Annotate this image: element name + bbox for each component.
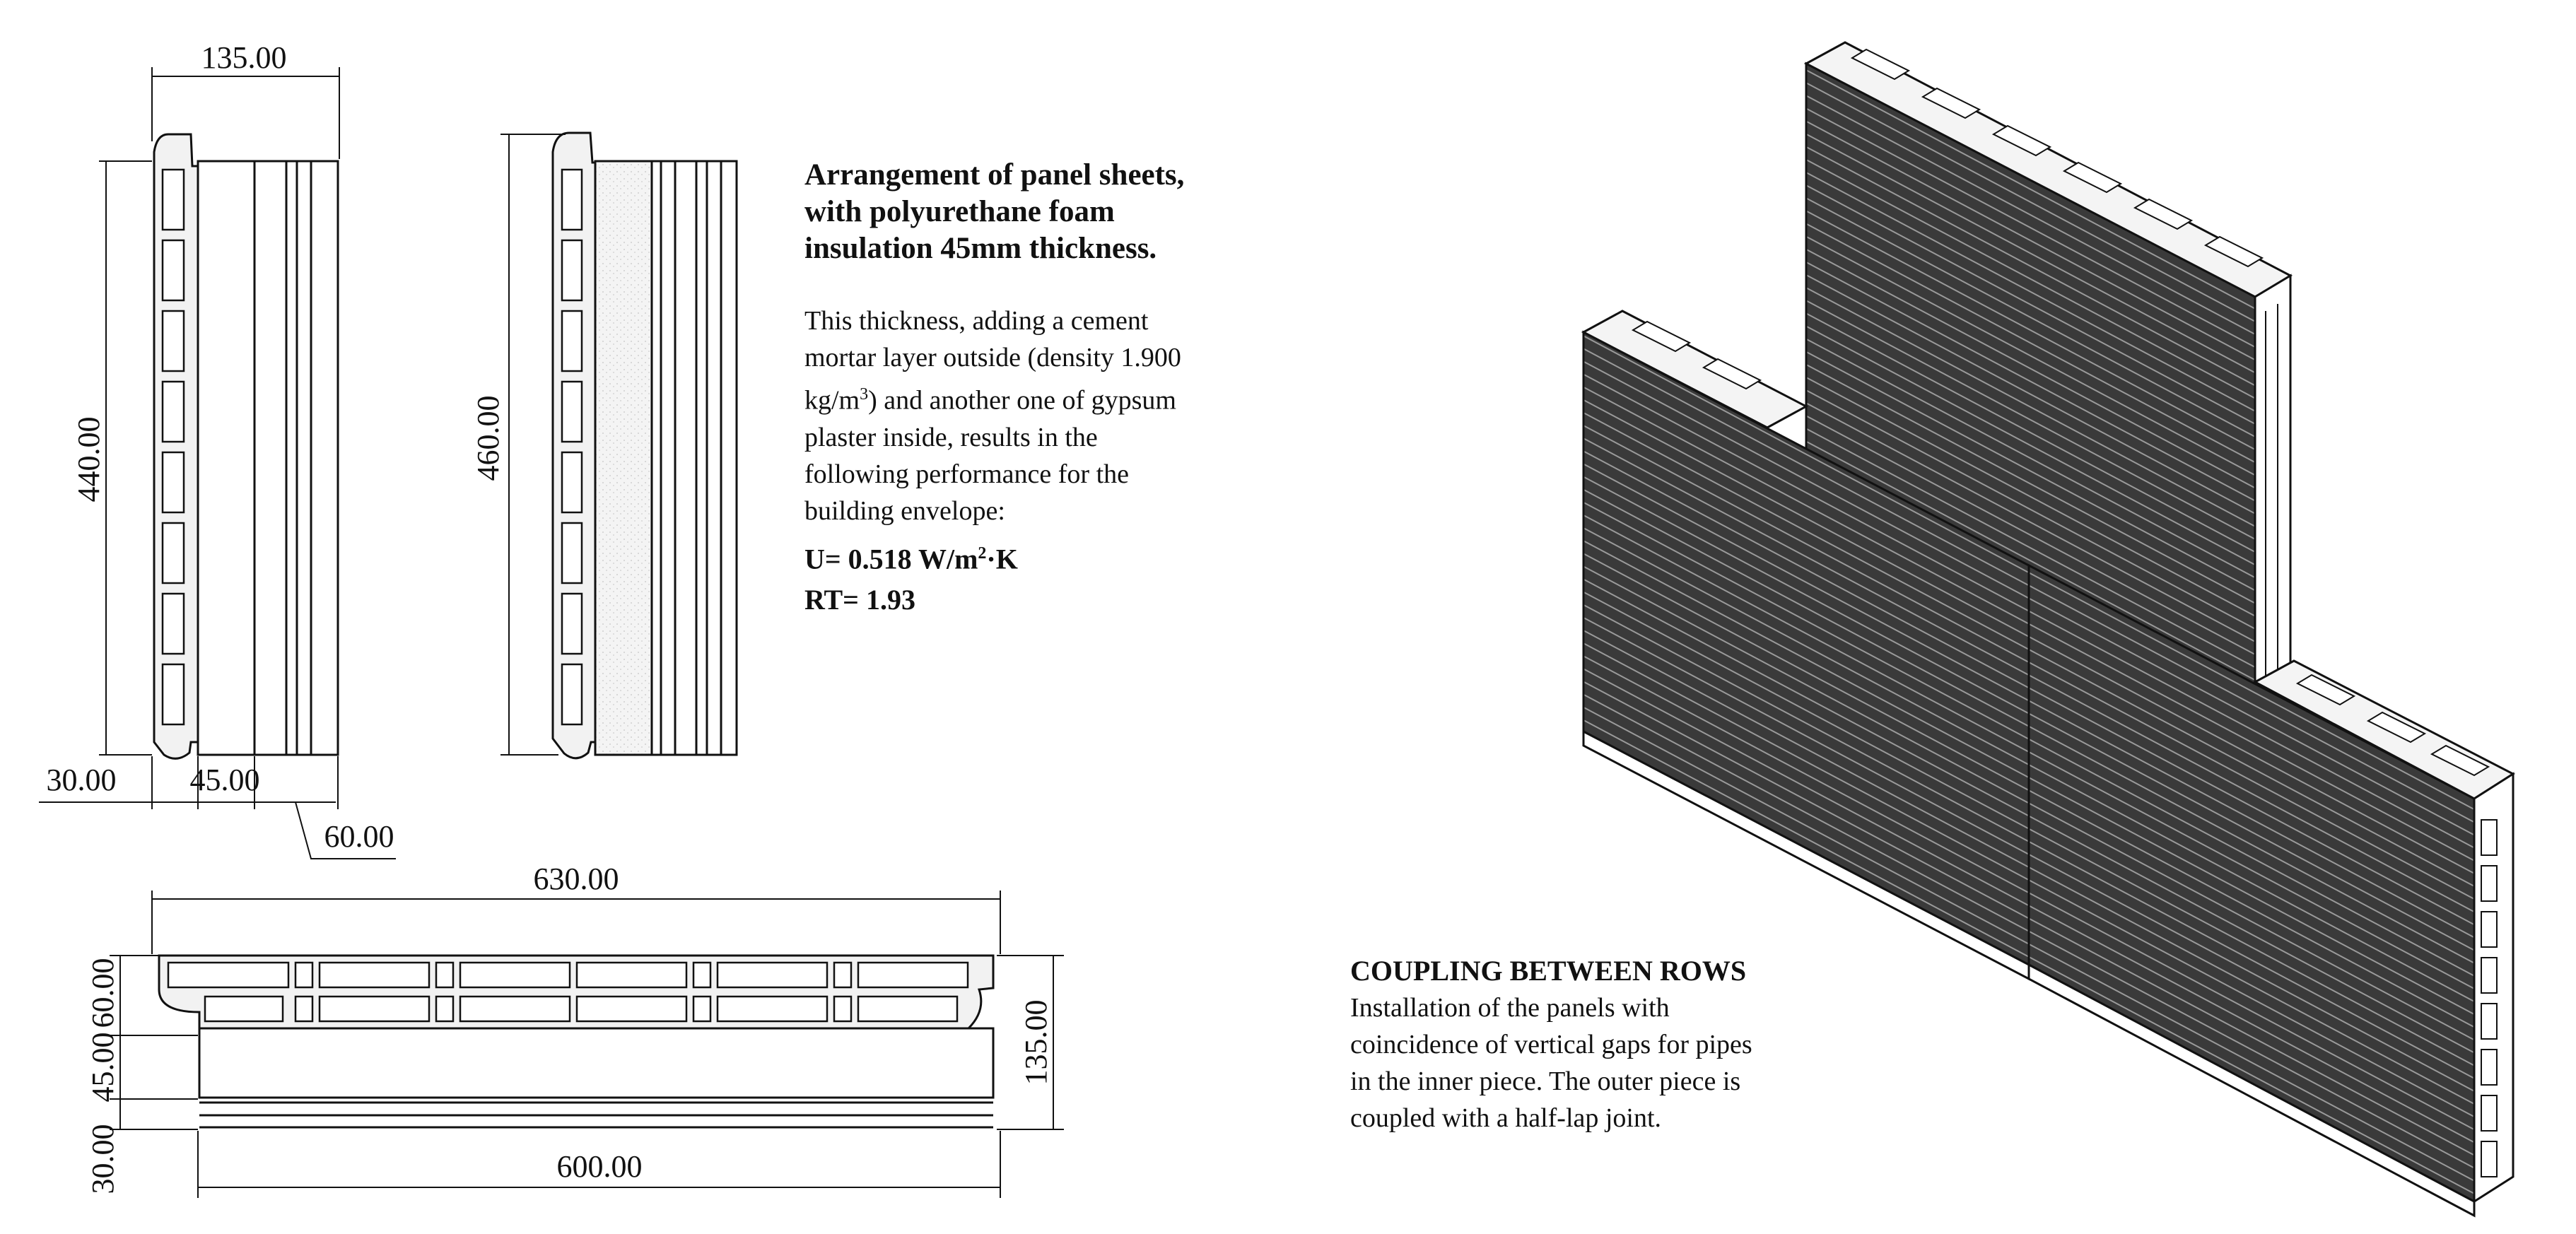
plan-view-panel [158,954,995,1129]
dim-plan-30: 30.00 [86,1124,120,1194]
dim-plan-60: 60.00 [86,958,120,1028]
dim-height-440: 440.00 [71,417,106,503]
arrangement-title-line-3: insulation 45mm thickness. [804,232,1157,265]
section-panel-460 [551,131,738,760]
rt-value: RT= 1.93 [804,584,915,616]
arrangement-body-line-1: This thickness, adding a cement [804,306,1149,336]
dimension-lines-section-1 [39,67,396,859]
coupling-line-4: coupled with a half-lap joint. [1350,1103,1662,1133]
arrangement-body-line-6: building envelope: [804,495,1005,526]
dim-bottom-60: 60.00 [324,819,394,854]
arrangement-body-line-5: following performance for the [804,459,1129,489]
dim-bottom-45: 45.00 [190,763,260,797]
arrangement-title-line-2: with polyurethane foam [804,195,1115,228]
u-value: U= 0.518 W/m2·K [804,543,1018,575]
dim-plan-135: 135.00 [1019,1000,1053,1086]
arrangement-title: Arrangement of panel sheets, with polyur… [804,157,1342,267]
arrangement-body-line-2: mortar layer outside (density 1.900 [804,343,1181,372]
arrangement-title-line-1: Arrangement of panel sheets, [804,158,1185,192]
arrangement-body-line-4: plaster inside, results in the [804,422,1098,452]
dim-bottom-30: 30.00 [47,763,117,797]
dim-top-width: 135.00 [201,40,287,75]
dimension-lines-plan [110,891,1064,1198]
dim-plan-45: 45.00 [86,1033,120,1103]
coupling-title: COUPLING BETWEEN ROWS [1350,955,1747,987]
coupling-line-3: in the inner piece. The outer piece is [1350,1066,1741,1096]
coupling-line-1: Installation of the panels with [1350,993,1670,1023]
section-panel-440 [153,133,339,760]
dim-plan-630: 630.00 [534,862,619,896]
arrangement-body-line-3: kg/m3) and another one of gypsum [804,385,1176,416]
coupling-line-2: coincidence of vertical gaps for pipes [1350,1030,1752,1059]
dim-height-460: 460.00 [471,396,505,481]
performance-values: U= 0.518 W/m2·K RT= 1.93 [804,533,1342,621]
dim-plan-600: 600.00 [557,1149,643,1184]
coupling-block: COUPLING BETWEEN ROWS Installation of th… [1350,953,1887,1136]
dimension-lines-section-2 [500,134,566,756]
arrangement-body: This thickness, adding a cement mortar l… [804,302,1342,529]
isometric-wall-assembly [1581,41,2516,1218]
